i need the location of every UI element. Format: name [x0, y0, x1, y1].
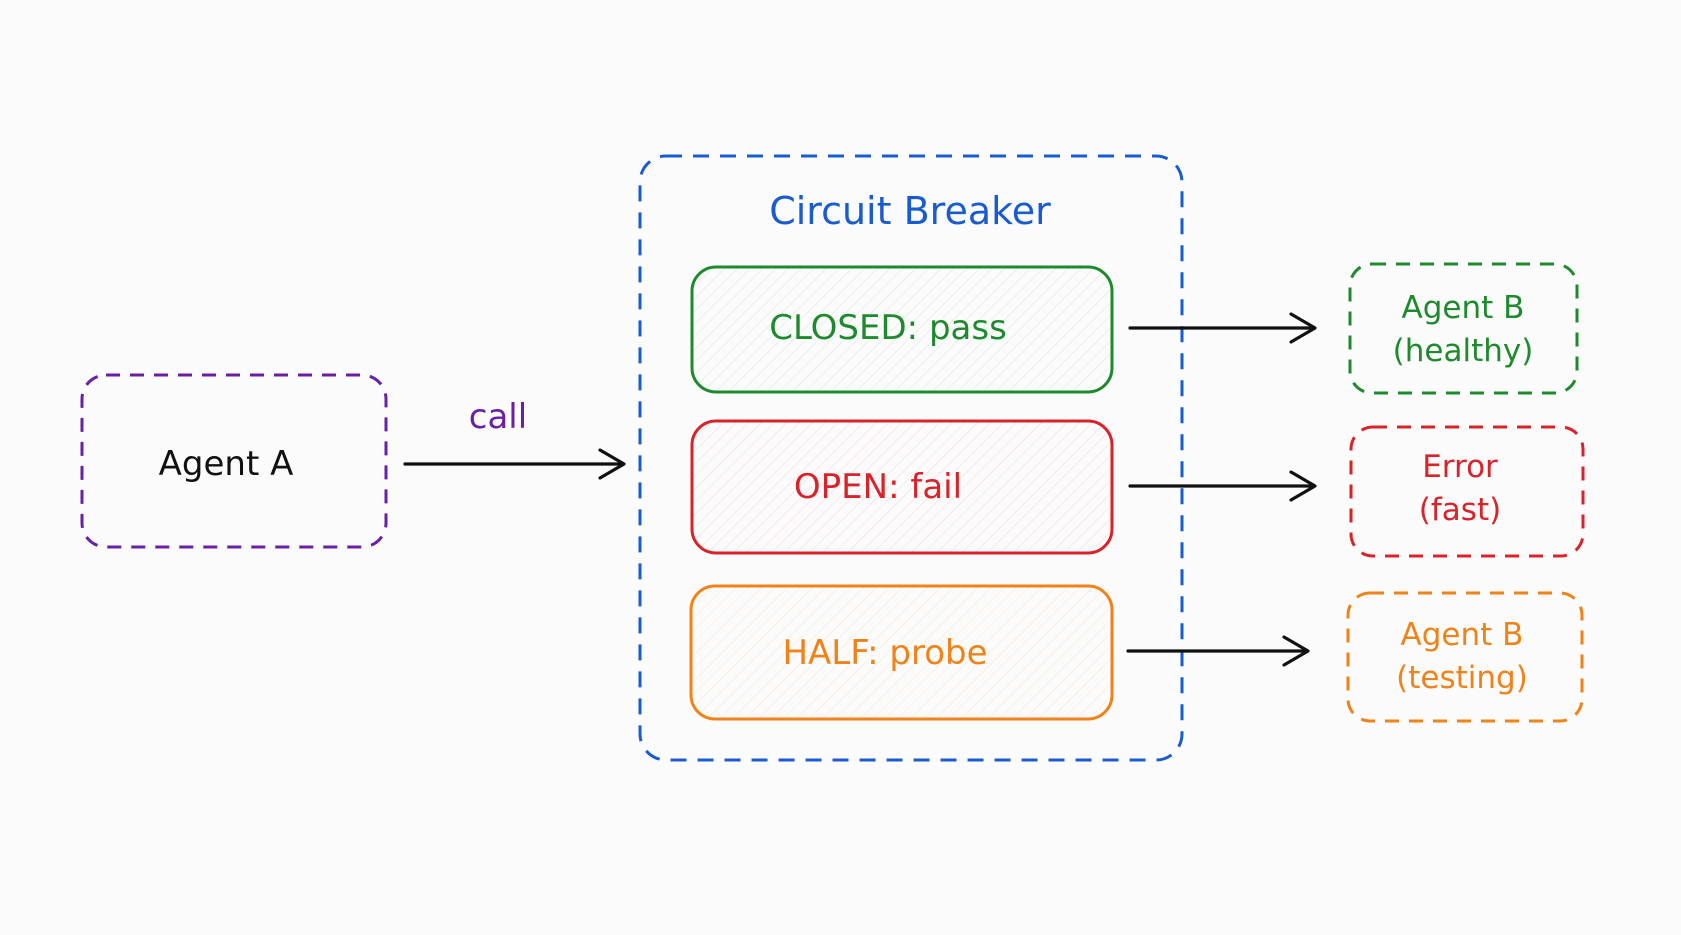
call-arrow-head	[598, 448, 626, 480]
outcome-error: Error (fast)	[1349, 425, 1585, 558]
state-closed-label: CLOSED: pass	[769, 308, 1007, 348]
circuit-breaker-group: Circuit Breaker CLOSED: pass OPEN: fail …	[638, 154, 1184, 762]
state-closed-box	[690, 265, 1114, 394]
state-open: OPEN: fail	[690, 419, 1114, 555]
outcome-error-line2: (fast)	[1419, 492, 1501, 528]
agent-a-label: Agent A	[159, 444, 294, 484]
arrow-closed	[1128, 312, 1317, 344]
state-half: HALF: probe	[689, 584, 1114, 721]
circuit-breaker-box	[638, 154, 1184, 762]
circuit-breaker-title: Circuit Breaker	[769, 189, 1051, 233]
agent-a-node: Agent A	[80, 373, 388, 549]
outcome-testing: Agent B (testing)	[1346, 591, 1584, 723]
state-open-label: OPEN: fail	[794, 467, 962, 507]
arrow-open	[1128, 470, 1317, 502]
outcome-healthy-line1: Agent B	[1402, 290, 1525, 326]
arrow-half	[1126, 635, 1310, 667]
outcome-testing-line2: (testing)	[1396, 660, 1528, 696]
call-edge: call	[403, 397, 626, 480]
call-edge-label: call	[469, 397, 527, 437]
outcome-arrows	[1126, 312, 1317, 667]
agent-a-box	[80, 373, 388, 549]
state-half-label: HALF: probe	[782, 633, 987, 673]
state-open-box	[690, 419, 1114, 555]
outcome-testing-line1: Agent B	[1401, 617, 1524, 653]
outcome-healthy-box	[1348, 262, 1579, 395]
state-closed: CLOSED: pass	[690, 265, 1114, 394]
outcome-error-box	[1349, 425, 1585, 558]
outcome-testing-box	[1346, 591, 1584, 723]
state-half-box	[689, 584, 1114, 721]
outcome-healthy-line2: (healthy)	[1393, 333, 1534, 369]
outcome-healthy: Agent B (healthy)	[1348, 262, 1579, 395]
outcome-error-line1: Error	[1422, 449, 1498, 485]
